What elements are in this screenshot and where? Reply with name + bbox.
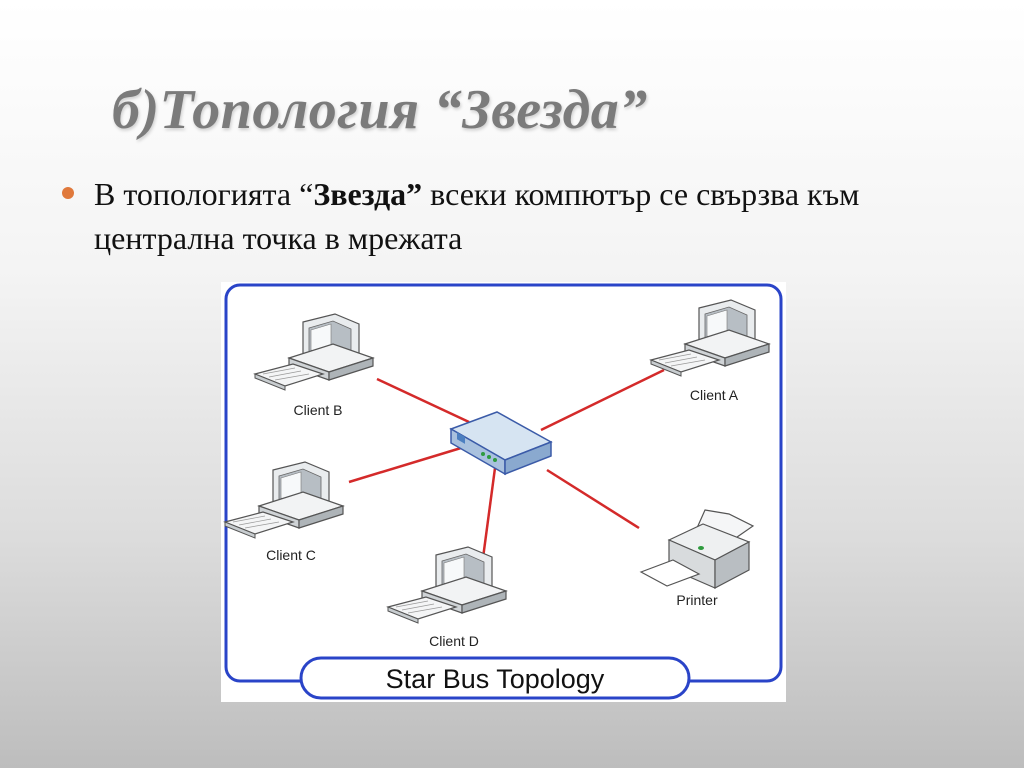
link-client-d xyxy=(481,467,497,559)
slide-title: б)Топология “Звезда” xyxy=(112,79,648,141)
bullet-item: В топологията “Звезда” всеки компютър се… xyxy=(62,172,922,260)
link-client-c xyxy=(348,446,462,484)
label-client-a: Client A xyxy=(690,387,739,403)
diagram-canvas: Client B Client A Client C Client D Prin… xyxy=(221,282,786,702)
link-client-b xyxy=(376,377,470,424)
star-topology-diagram: Client B Client A Client C Client D Prin… xyxy=(221,282,786,702)
bullet-text-prefix: В топологията “ xyxy=(94,176,314,212)
diagram-caption: Star Bus Topology xyxy=(386,664,605,694)
caption-box xyxy=(299,656,691,700)
label-client-c: Client C xyxy=(266,547,316,563)
label-printer: Printer xyxy=(676,592,718,608)
network-links xyxy=(348,368,665,559)
bullet-dot-icon xyxy=(62,187,74,199)
hub-icon xyxy=(449,411,553,476)
label-client-b: Client B xyxy=(293,402,342,418)
bullet-text-strong: Звезда” xyxy=(313,176,423,212)
bullet-text: В топологията “Звезда” всеки компютър се… xyxy=(94,172,922,260)
printer-icon xyxy=(639,509,755,589)
bullet-text-suffix: всеки компютър се свързва към централна … xyxy=(94,176,860,256)
label-client-d: Client D xyxy=(429,633,479,649)
link-printer xyxy=(546,468,640,530)
link-client-a xyxy=(540,368,665,432)
